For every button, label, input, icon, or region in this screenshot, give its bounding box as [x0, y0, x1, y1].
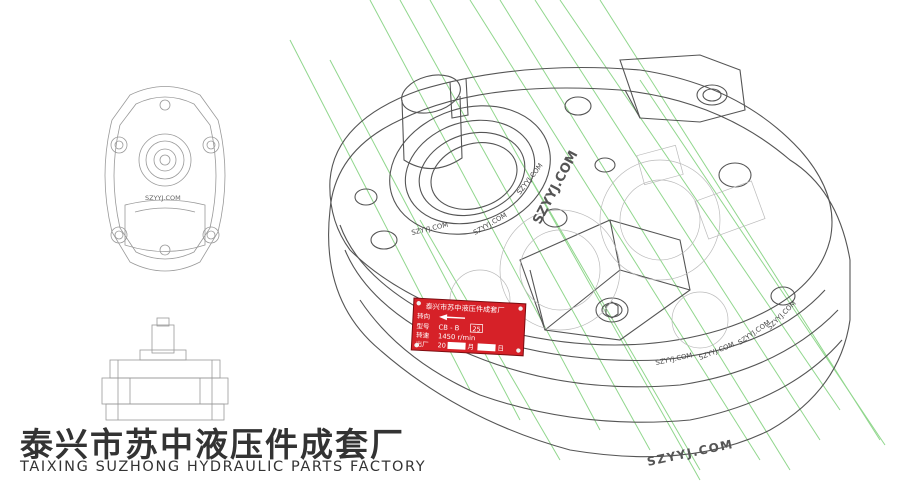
nameplate-title: 泰兴市苏中液压件成套厂 [425, 302, 504, 315]
nameplate-model-label: 型号 [416, 321, 430, 331]
nameplate-direction-label: 转向 [417, 311, 430, 321]
nameplate-speed-value: 1450 r/min [438, 332, 476, 342]
nameplate-date-prefix: 出厂 [415, 339, 429, 349]
watermark-side-4: SZYYJ.COM [766, 299, 798, 331]
company-name-en: TAIXING SUZHONG HYDRAULIC PARTS FACTORY [20, 459, 427, 475]
green-guide-lines [289, 0, 886, 481]
arrow-left-icon [439, 314, 466, 321]
company-name-cn: 泰兴市苏中液压件成套厂 [20, 425, 405, 464]
nameplate: 泰兴市苏中液压件成套厂 转向 型号 CB - B 25 转速 1450 r/mi… [410, 297, 527, 357]
nameplate-date-year: 20 [437, 341, 446, 349]
front-view-drawing [104, 86, 226, 272]
nameplate-date-day-unit: 日 [497, 344, 504, 352]
nameplate-speed-label: 转速 [416, 330, 430, 340]
watermark-side-2: SZYYJ.COM [698, 340, 736, 361]
nameplate-model-suffix: 25 [472, 325, 481, 333]
watermark-large: SZYYJ.COM [530, 148, 581, 226]
watermark-side-1: SZYYJ.COM [655, 351, 693, 367]
watermark-bottom: SZYYJ.COM [646, 437, 735, 469]
pump-body [328, 54, 851, 458]
nameplate-model-value: CB - B [438, 323, 460, 332]
nameplate-date-month-unit: 月 [467, 343, 474, 351]
front-view-watermark: SZYYJ.COM [145, 194, 181, 202]
side-view-drawing [101, 317, 229, 421]
